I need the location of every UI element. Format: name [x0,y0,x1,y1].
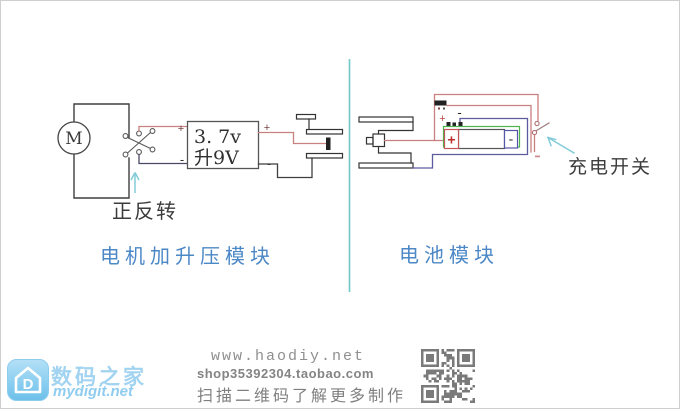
motor-wire-top [73,103,130,139]
battery-pin-2 [452,122,456,126]
motor-letter: M [65,129,82,149]
website-url: www.haodiy.net [211,348,366,365]
site-info: www.haodiy.net shop35392304.taobao.com 扫… [197,348,412,406]
shop-url: shop35392304.taobao.com [197,366,374,381]
motor-symbol [57,121,91,155]
motor-module: M 3. 7v 升9V + - + - [57,103,344,199]
qr-code [421,349,475,403]
battery-module-label: 电池模块 [399,243,499,267]
battery-cell-minus: - [509,131,514,147]
charge-switch-icon [531,120,550,158]
battery-pin-1 [446,122,451,126]
boost-label-line2: 升9V [194,147,239,169]
motor-module-label: 电机加升压模块 [100,244,275,268]
battery-cell-icon: + - [443,128,519,150]
boost-output-negative-wire [257,157,313,179]
boost-label-line1: 3. 7v [194,126,241,148]
brand-domain: mydigit.net [53,383,134,400]
charge-wire-inner [446,104,532,153]
battery-module: + - + - [358,93,576,169]
charge-wire-outer [433,93,539,142]
reverse-switch-label: 正反转 [112,199,178,223]
battery-negative-wire [412,117,529,169]
circuit-diagram: M 3. 7v 升9V + - + - [57,59,576,292]
battery-module-plug-icon [358,116,414,169]
boost-in-plus-mark: + [178,123,184,135]
battery-cell-plus: + [447,132,455,148]
charge-port-icon [434,100,447,106]
boost-module-box [186,120,260,170]
battery-pin-3 [458,122,463,126]
svg-text:D: D [23,376,34,393]
motor-module-plug-icon [295,113,344,159]
brand-name: 数码之家 [51,366,147,389]
battery-plus-pin-mark: + [439,113,445,125]
charge-switch-arrow-icon [546,136,576,155]
boost-input-negative-wire [138,153,188,165]
charge-port-mark [438,107,440,110]
mydigit-logo-icon: D [7,359,49,401]
footer-bar: D 数码之家 mydigit.net www.haodiy.net shop35… [1,346,679,408]
boost-in-minus-mark: - [180,152,184,167]
reverse-switch-arrow-icon [130,172,140,193]
charge-port-mark2 [443,107,445,110]
battery-minus-pin-mark: - [457,105,461,120]
boost-output-positive-wire [257,131,327,145]
boost-out-plus-mark: + [264,122,270,134]
motor-wire-bottom [73,153,130,199]
qr-caption: 扫描二维码了解更多制作 [197,388,407,405]
boost-input-positive-wire [138,125,188,132]
dpdt-switch-icon [122,128,156,158]
charge-switch-label: 充电开关 [568,156,653,178]
